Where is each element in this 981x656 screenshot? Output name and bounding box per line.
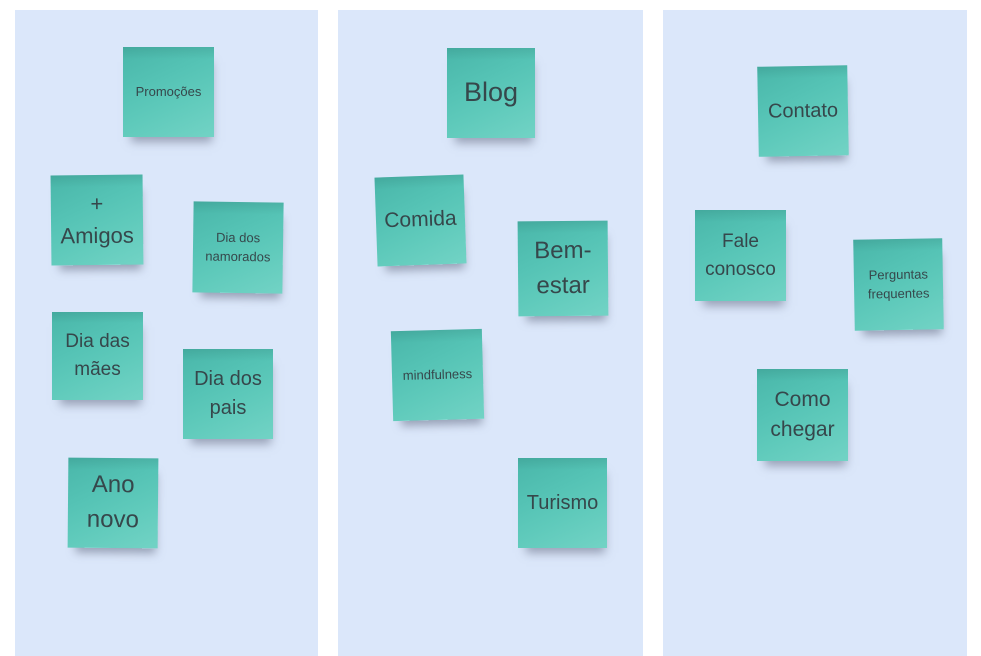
note-label: Blog <box>463 77 519 108</box>
sticky-note-dia-dos-namorados[interactable]: Dia dos namorados <box>192 201 284 294</box>
sticky-note-como-chegar[interactable]: Como chegar <box>757 369 848 461</box>
sticky-note-blog[interactable]: Blog <box>447 48 535 138</box>
note-label: Ano novo <box>86 471 139 534</box>
note-label: Turismo <box>526 491 599 514</box>
sticky-note-contato[interactable]: Contato <box>757 65 849 157</box>
note-label: Perguntas frequentes <box>867 266 930 302</box>
note-label: Bem- estar <box>534 236 592 299</box>
note-label: + Amigos <box>60 191 134 249</box>
sticky-note-dia-das-maes[interactable]: Dia das mães <box>52 312 143 400</box>
note-label: Contato <box>767 98 839 123</box>
sticky-note-amigos[interactable]: + Amigos <box>50 174 144 266</box>
sticky-note-promocoes[interactable]: Promoções <box>123 47 214 137</box>
note-label: Comida <box>383 207 458 233</box>
note-label: Como chegar <box>770 387 835 441</box>
sticky-note-fale-conosco[interactable]: Fale conosco <box>695 210 786 301</box>
sticky-note-ano-novo[interactable]: Ano novo <box>67 457 159 549</box>
note-label: mindfulness <box>402 365 473 383</box>
sticky-note-turismo[interactable]: Turismo <box>518 458 607 548</box>
sticky-note-perguntas-frequentes[interactable]: Perguntas frequentes <box>853 238 944 331</box>
board-column-2[interactable]: Blog Comida Bem- estar mindfulness Turis… <box>338 10 643 656</box>
sticky-note-dia-dos-pais[interactable]: Dia dos pais <box>183 349 273 439</box>
note-label: Dia das mães <box>65 331 130 380</box>
sticky-note-mindfulness[interactable]: mindfulness <box>390 328 485 422</box>
note-label: Promoções <box>135 83 202 99</box>
note-label: Dia dos namorados <box>205 229 271 264</box>
note-label: Fale conosco <box>705 230 776 280</box>
board-column-3[interactable]: Contato Fale conosco Perguntas frequente… <box>663 10 967 656</box>
board-column-1[interactable]: Promoções + Amigos Dia dos namorados Dia… <box>15 10 318 656</box>
sticky-note-bem-estar[interactable]: Bem- estar <box>517 220 609 317</box>
sticky-note-comida[interactable]: Comida <box>374 174 467 267</box>
note-label: Dia dos pais <box>194 368 262 419</box>
